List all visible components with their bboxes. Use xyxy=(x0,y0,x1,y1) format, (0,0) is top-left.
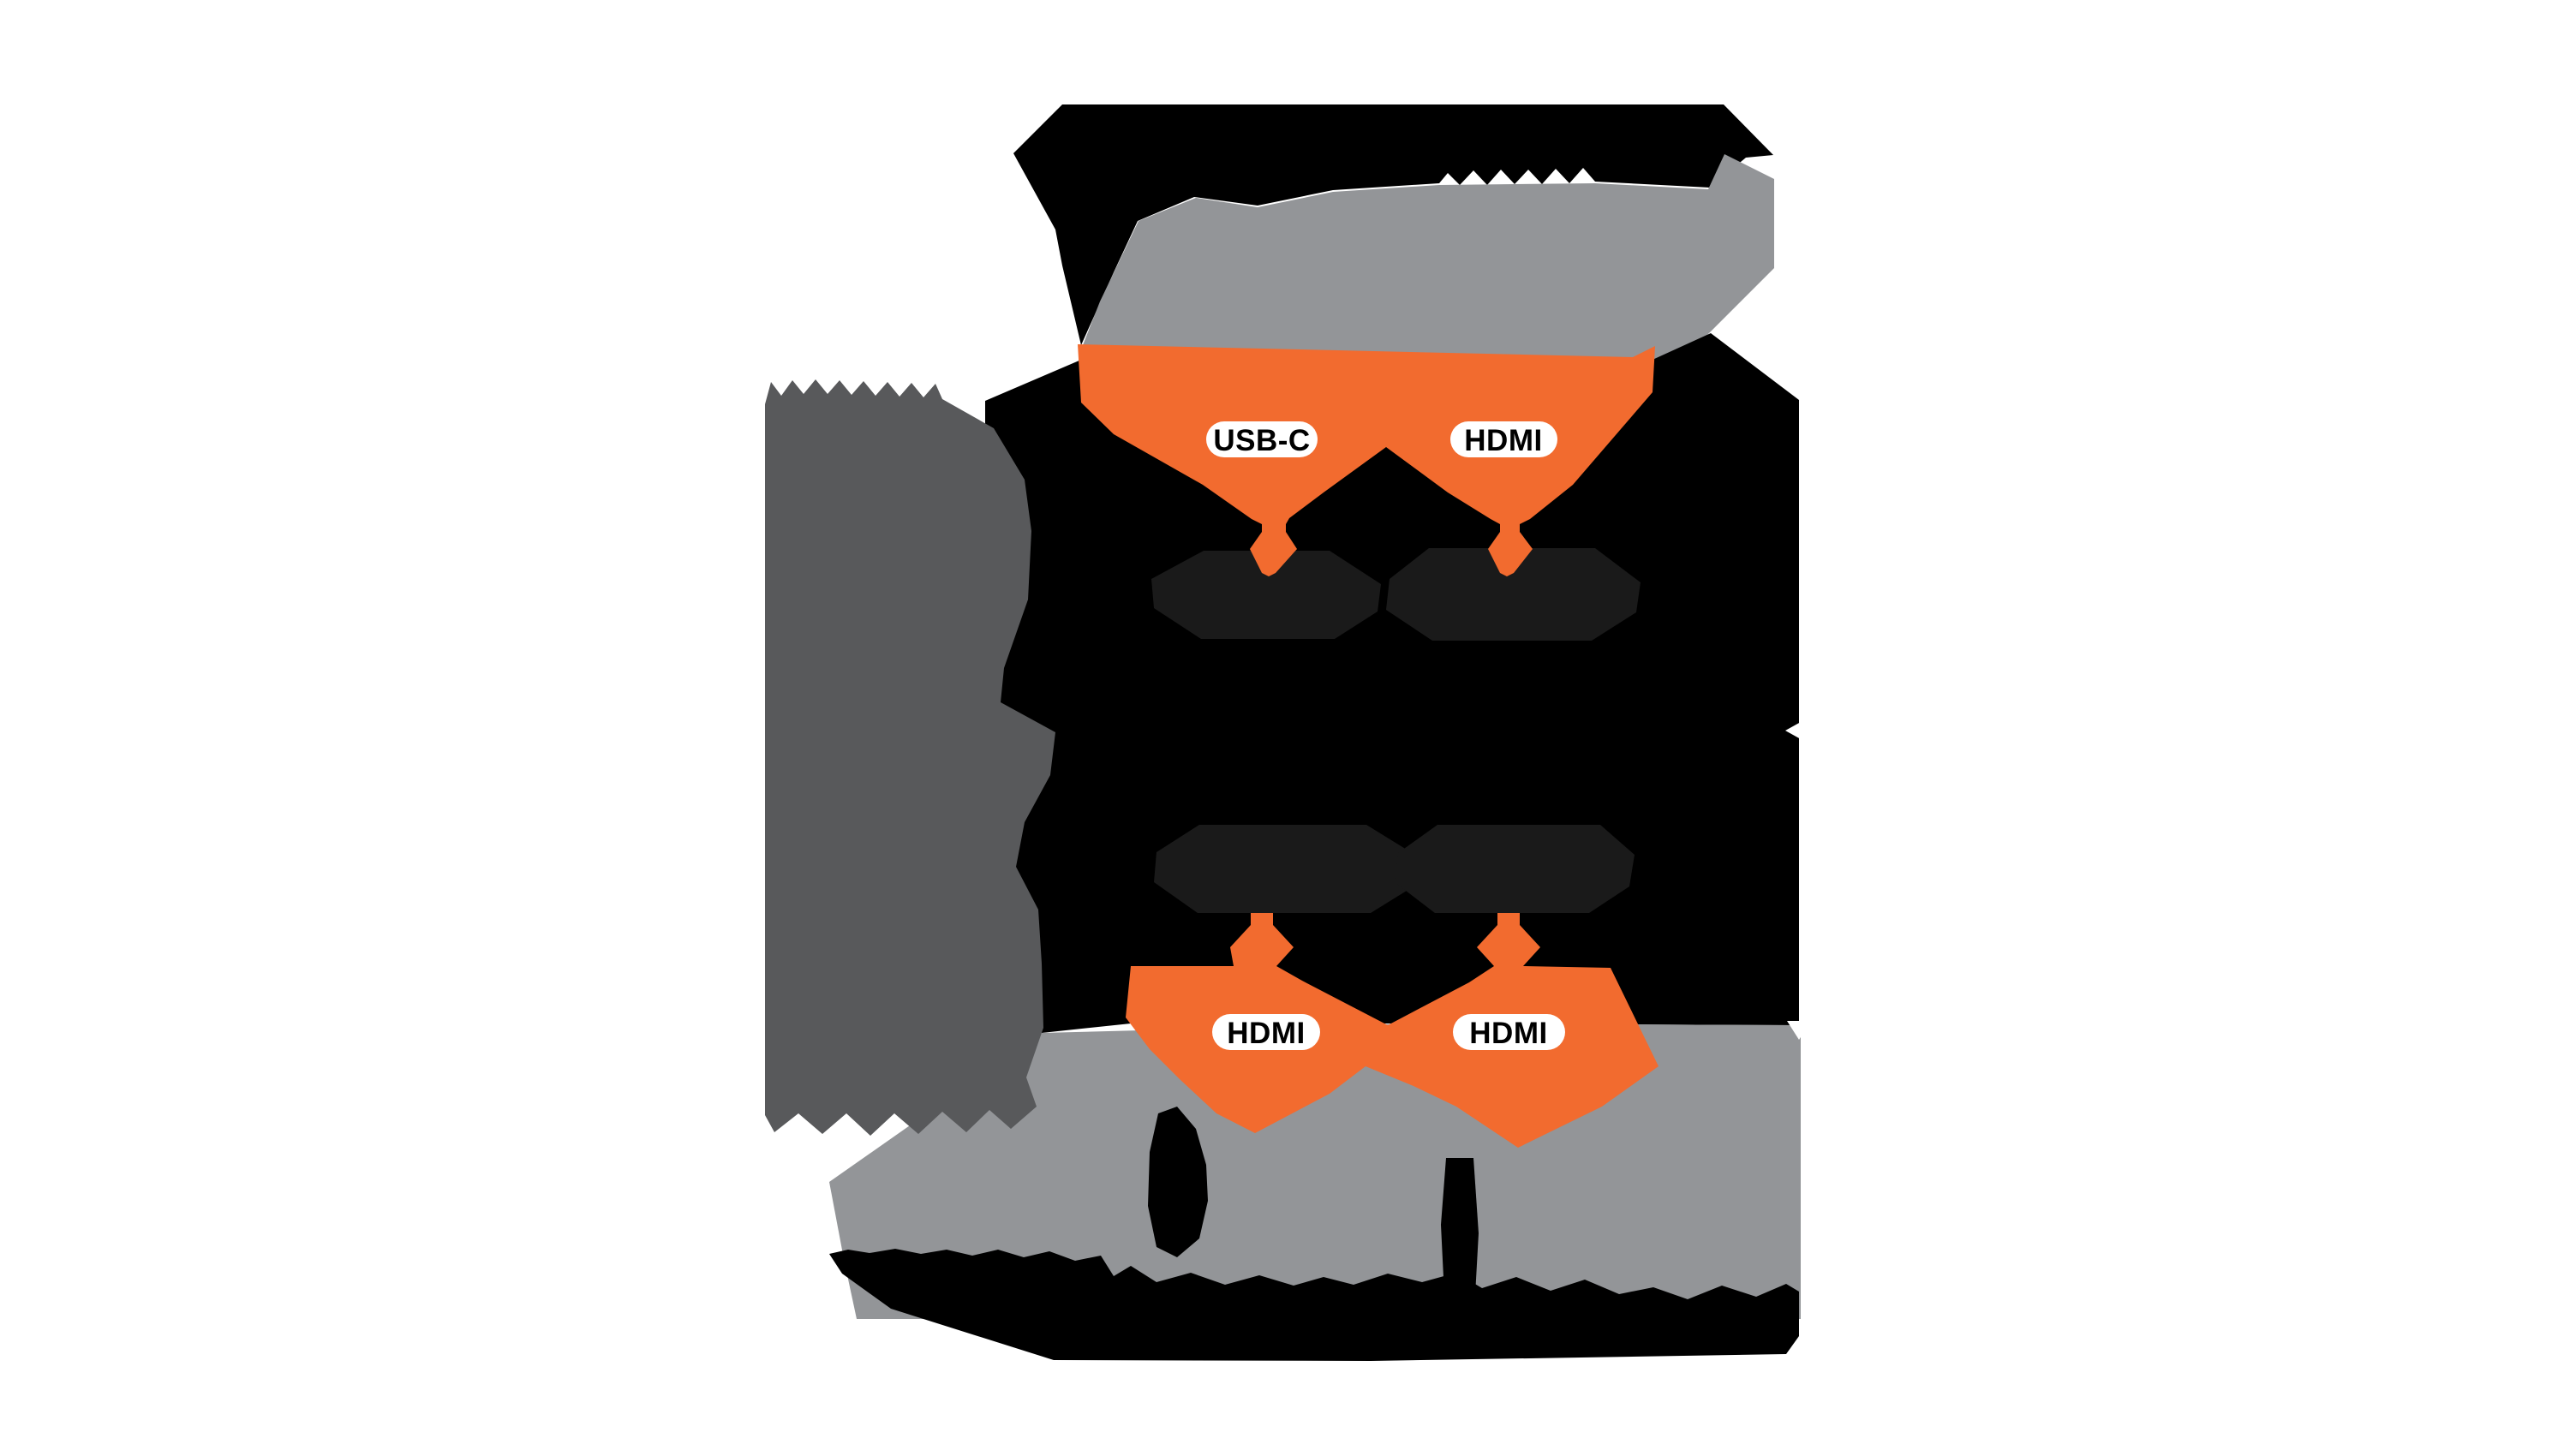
output-connector-right xyxy=(1395,825,1635,913)
input-connector-left xyxy=(1151,551,1381,639)
output-connector-left xyxy=(1154,825,1418,913)
hdmi-input-pill-text: HDMI xyxy=(1464,424,1542,457)
hdmi-input-label: HDMI xyxy=(1450,421,1557,457)
hdmi-output-left-pill-text: HDMI xyxy=(1227,1017,1305,1050)
hdmi-output-left-label: HDMI xyxy=(1212,1014,1320,1050)
hdmi-output-right-pill xyxy=(1453,1014,1565,1050)
hdmi-input-pill xyxy=(1450,421,1557,457)
caption-band xyxy=(829,1249,1799,1361)
input-connector-right xyxy=(1386,548,1641,641)
side-text-blob xyxy=(765,379,1055,1136)
source-cable-bundle xyxy=(1078,344,1655,576)
output-cable-bundle xyxy=(1126,913,1659,1148)
display-gap-column xyxy=(1441,1158,1479,1295)
display-corner-notch xyxy=(1787,1021,1811,1040)
laptop-lid-silhouette xyxy=(1013,104,1773,345)
hdmi-output-left-pill xyxy=(1212,1014,1320,1050)
usb-c-pill-text: USB-C xyxy=(1213,424,1310,457)
usb-c-pill xyxy=(1206,421,1318,457)
laptop-screen xyxy=(1081,154,1774,387)
display-gap-blob xyxy=(1148,1107,1208,1257)
usb-c-port-label: USB-C xyxy=(1206,421,1318,457)
device-edge-notch xyxy=(1785,722,1816,739)
hdmi-output-right-pill-text: HDMI xyxy=(1469,1017,1547,1050)
hdmi-output-right-label: HDMI xyxy=(1453,1014,1565,1050)
